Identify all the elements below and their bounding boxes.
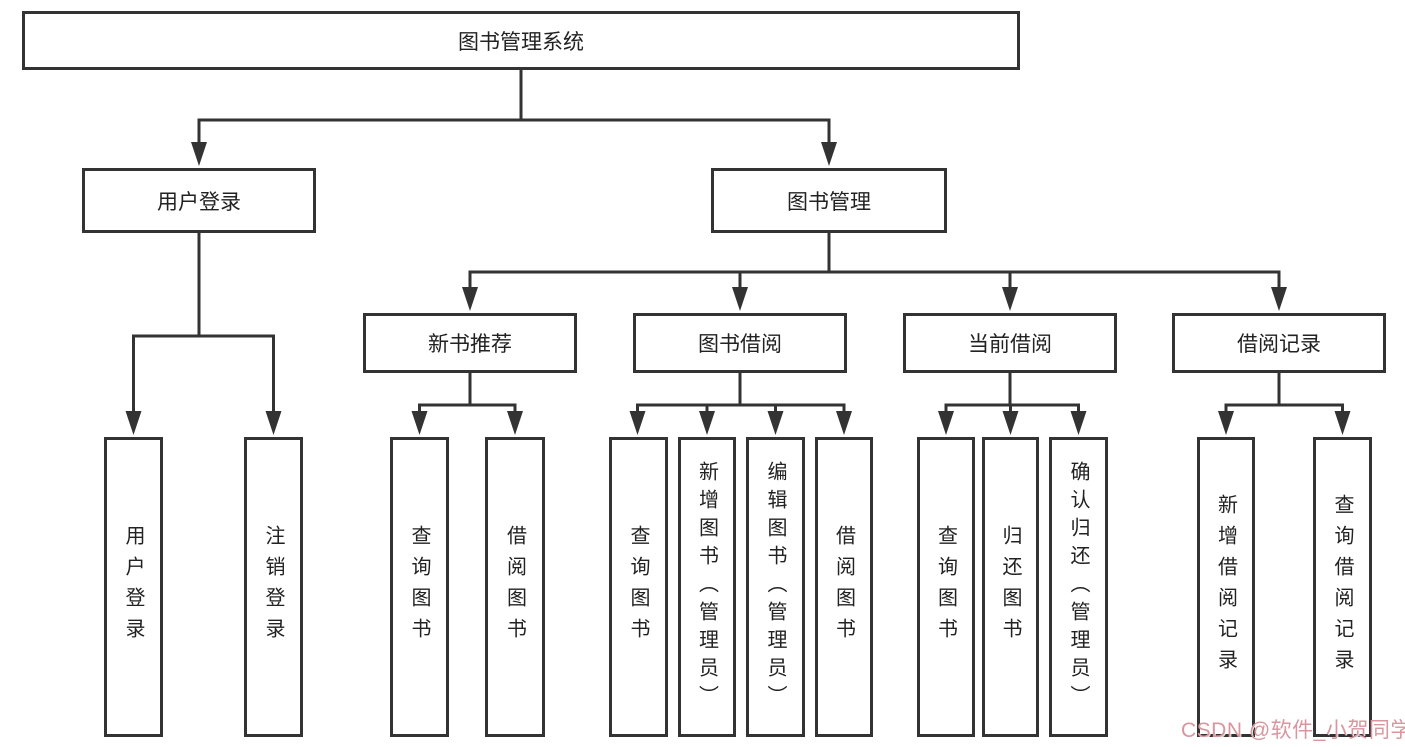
- leaf-query-books-current: 查询图书: [917, 437, 975, 737]
- node-library-system: 图书管理系统: [22, 11, 1020, 70]
- leaf-query-borrow-record: 查询借阅记录: [1313, 437, 1372, 737]
- node-user-login: 用户登录: [82, 168, 316, 233]
- leaf-query-books-newrec: 查询图书: [390, 437, 449, 737]
- watermark: CSDN @软件_小贺同学: [1181, 719, 1405, 742]
- node-book-management: 图书管理: [711, 168, 947, 233]
- node-current-borrowing: 当前借阅: [903, 313, 1117, 373]
- leaf-add-borrow-record: 新增借阅记录: [1197, 437, 1255, 737]
- leaf-logout-login: 注销登录: [244, 437, 303, 737]
- node-book-borrowing: 图书借阅: [633, 313, 847, 373]
- node-new-book-recommendation: 新书推荐: [363, 313, 577, 373]
- node-borrowing-records: 借阅记录: [1172, 313, 1386, 373]
- leaf-query-books-borrowing: 查询图书: [609, 437, 668, 737]
- leaf-return-books: 归还图书: [982, 437, 1039, 737]
- leaf-confirm-return-admin: 确认归还（管理员）: [1049, 437, 1108, 737]
- leaf-add-books-admin: 新增图书（管理员）: [678, 437, 736, 737]
- leaf-borrow-books-borrowing: 借阅图书: [815, 437, 873, 737]
- leaf-edit-books-admin: 编辑图书（管理员）: [746, 437, 805, 737]
- leaf-borrow-books-newrec: 借阅图书: [485, 437, 545, 737]
- leaf-user-login: 用户登录: [104, 437, 163, 737]
